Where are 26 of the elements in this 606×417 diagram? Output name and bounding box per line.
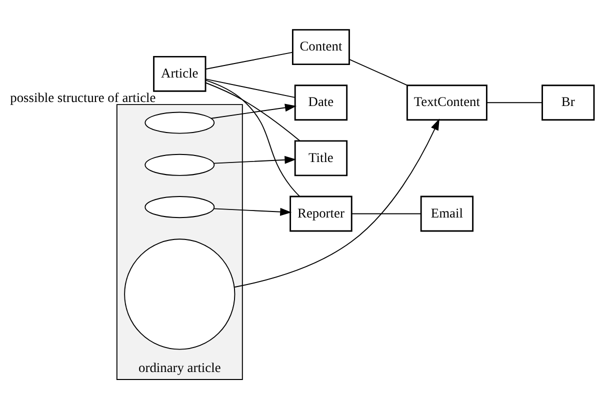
node-box: Br (542, 84, 595, 121)
node-ellipse (144, 154, 215, 176)
arrow (214, 156, 296, 164)
connector (205, 82, 300, 142)
connector (348, 58, 408, 86)
node-box: Content (292, 29, 350, 66)
node-label: ordinary article (138, 360, 221, 376)
node-box: TextContent (406, 84, 488, 121)
connector (486, 102, 542, 104)
connector (351, 213, 422, 214)
connector (205, 52, 294, 70)
node-box: Date (294, 84, 348, 121)
connector (205, 78, 296, 98)
cluster (116, 104, 243, 380)
node-box: Title (294, 140, 348, 176)
node-ellipse (144, 196, 215, 218)
arrow (210, 104, 296, 119)
connector (205, 80, 300, 197)
node-ellipse (144, 112, 215, 134)
node-circle (124, 238, 236, 350)
node-box: Article (153, 56, 206, 92)
node-label: possible structure of article (10, 90, 156, 105)
node-box: Reporter (290, 196, 352, 232)
node-box: Email (420, 196, 474, 232)
arrow (234, 118, 440, 288)
arrow (214, 208, 292, 216)
